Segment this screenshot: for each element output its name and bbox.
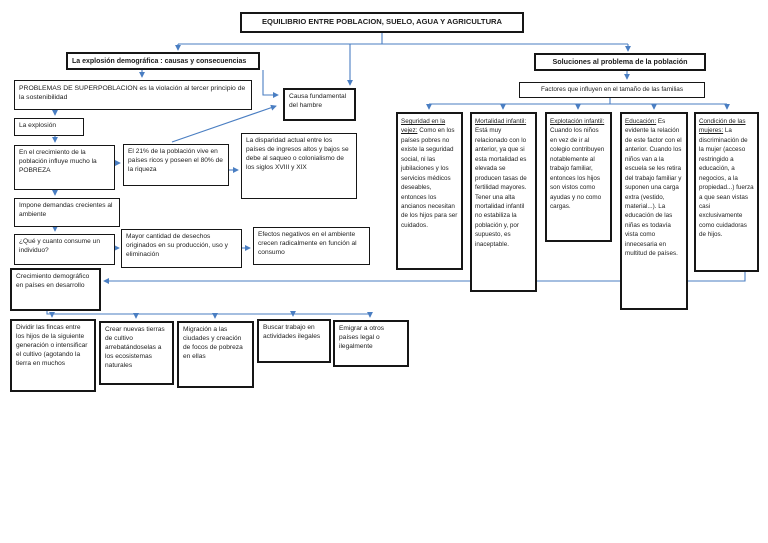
factor-body: Es evidente la relación de este factor c… xyxy=(625,118,682,258)
factor-body: La discriminación de la mujer (acceso re… xyxy=(699,127,754,239)
node-dividir: Dividir las fincas entre los hijos de la… xyxy=(10,319,96,392)
node-left-header: La explosión demográfica : causas y cons… xyxy=(66,52,260,70)
factor-title: Explotación infantil: xyxy=(550,118,605,125)
node-buscar: Buscar trabajo en actividades ilegales xyxy=(257,319,331,363)
factor-body: Como en los países pobres no existe la s… xyxy=(401,127,458,229)
node-factor-seguridad: Seguridad en la vejez: Como en los paíse… xyxy=(396,112,463,270)
factor-title: Seguridad en la vejez: xyxy=(401,118,446,135)
arrow-title-trunk xyxy=(178,32,628,45)
node-migracion: Migración a las ciudades y creación de f… xyxy=(177,321,254,388)
factor-body: Cuando los niños en vez de ir al colegio… xyxy=(550,127,605,210)
node-disparidad: La disparidad actual entre los países de… xyxy=(241,133,357,199)
node-causa-hambre: Causa fundamental del hambre xyxy=(283,88,356,121)
factor-title: Educación: xyxy=(625,118,657,125)
factor-title: Condición de las mujeres: xyxy=(699,118,746,135)
factor-body: Está muy relacionado con lo anterior, ya… xyxy=(475,127,527,248)
node-emigrar: Emigrar a otros países legal o ilegalmen… xyxy=(333,320,409,367)
node-factor-explotacion: Explotación infantil: Cuando los niños e… xyxy=(545,112,612,242)
node-poblacion-21: El 21% de la población vive en países ri… xyxy=(123,144,229,186)
arrow-header-to-causa xyxy=(262,70,279,99)
node-factor-mortalidad: Mortalidad infantil: Está muy relacionad… xyxy=(470,112,537,292)
node-efectos: Efectos negativos en el ambiente crecen … xyxy=(253,227,370,265)
node-factor-educacion: Educación: Es evidente la relación de es… xyxy=(620,112,688,310)
node-la-explosion: La explosión xyxy=(14,118,84,136)
node-factores-header: Factores que influyen en el tamaño de la… xyxy=(519,82,705,98)
node-factor-condicion: Condición de las mujeres: La discriminac… xyxy=(694,112,759,272)
node-crecimiento-paises: Crecimiento demográfico en países en des… xyxy=(10,268,101,311)
bottom-splitter-trunk xyxy=(46,311,370,315)
node-consume: ¿Qué y cuanto consume un individuo? xyxy=(14,234,115,265)
node-demandas: Impone demandas crecientes al ambiente xyxy=(14,198,120,227)
node-crear: Crear nuevas tierras de cultivo arrebatá… xyxy=(99,321,174,385)
diagram-title: EQUILIBRIO ENTRE POBLACION, SUELO, AGUA … xyxy=(240,12,524,33)
node-superpoblacion: PROBLEMAS DE SUPERPOBLACION es la violac… xyxy=(14,80,252,110)
node-right-header: Soluciones al problema de la población xyxy=(534,53,706,71)
factor-title: Mortalidad infantil: xyxy=(475,118,527,125)
node-desechos: Mayor cantidad de desechos originados en… xyxy=(121,229,242,268)
node-crecimiento-pobreza: En el crecimiento de la población influy… xyxy=(14,145,115,190)
factors-splitter-trunk xyxy=(429,97,727,105)
